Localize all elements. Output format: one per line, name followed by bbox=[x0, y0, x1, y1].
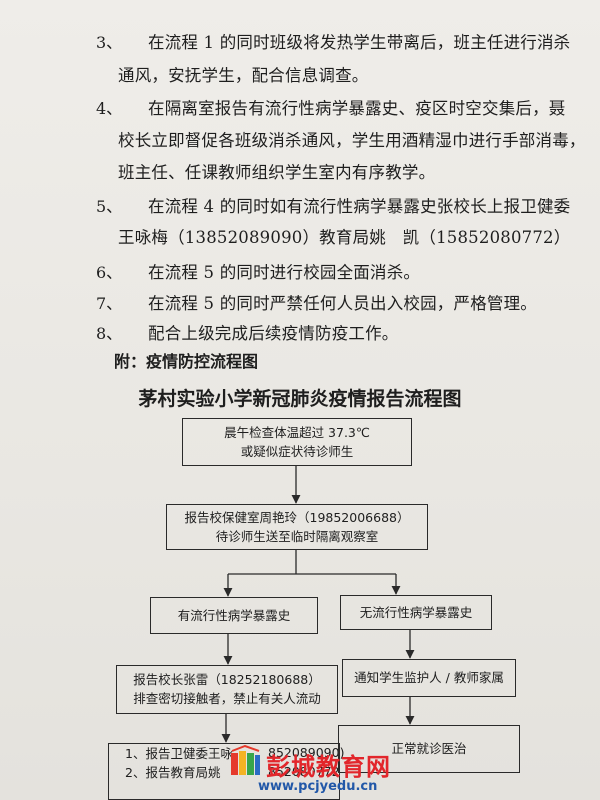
site-watermark: 彭城教育网 www.pcjyedu.cn bbox=[218, 745, 398, 800]
flow-box-temperature-check-line-1: 晨午检查体温超过 37.3℃ bbox=[224, 425, 370, 440]
flow-box-report-clinic: 报告校保健室周艳玲（19852006688） 待诊师生送至临时隔离观察室 bbox=[166, 504, 428, 550]
step-8-number: 8、 bbox=[96, 324, 123, 343]
flow-box-report-authorities-line-1: 1、报告卫健委王咏 bbox=[125, 746, 233, 761]
step-4-number: 4、 bbox=[96, 99, 123, 118]
flow-box-report-principal-line-2: 排查密切接触者，禁止有关人流动 bbox=[133, 691, 321, 706]
appendix-label: 附：疫情防控流程图 bbox=[114, 352, 259, 371]
flow-box-temperature-check: 晨午检查体温超过 37.3℃ 或疑似症状待诊师生 bbox=[182, 418, 412, 466]
step-7-number: 7、 bbox=[96, 294, 123, 313]
step-3-number: 3、 bbox=[96, 33, 123, 52]
flow-box-notify-guardians-label: 通知学生监护人 / 教师家属 bbox=[354, 670, 504, 685]
flow-box-has-exposure: 有流行性病学暴露史 bbox=[150, 597, 318, 634]
flow-box-report-principal-line-1: 报告校长张雷（18252180688） bbox=[133, 672, 321, 687]
flow-box-no-exposure: 无流行性病学暴露史 bbox=[340, 595, 492, 630]
flow-box-report-principal: 报告校长张雷（18252180688） 排查密切接触者，禁止有关人流动 bbox=[116, 665, 338, 714]
flow-box-no-exposure-label: 无流行性病学暴露史 bbox=[359, 605, 473, 620]
flow-box-normal-treatment: 正常就诊医治 bbox=[338, 725, 520, 773]
book-logo-icon bbox=[231, 745, 260, 775]
flowchart-title: 茅村实验小学新冠肺炎疫情报告流程图 bbox=[138, 388, 462, 410]
step-6-line-1: 在流程 5 的同时进行校园全面消杀。 bbox=[148, 263, 421, 282]
flow-box-notify-guardians: 通知学生监护人 / 教师家属 bbox=[342, 659, 516, 697]
step-5-number: 5、 bbox=[96, 197, 123, 216]
step-3-line-2: 通风，安抚学生，配合信息调查。 bbox=[118, 66, 369, 85]
step-7-line-1: 在流程 5 的同时严禁任何人员出入校园，严格管理。 bbox=[148, 294, 537, 313]
flow-box-report-authorities-line-2: 2、报告教育局姚 bbox=[125, 765, 221, 780]
flow-box-report-clinic-line-2: 待诊师生送至临时隔离观察室 bbox=[215, 529, 379, 544]
flow-box-report-clinic-line-1: 报告校保健室周艳玲（19852006688） bbox=[184, 510, 410, 525]
flow-box-report-authorities-tail-1: 852089090) bbox=[268, 745, 345, 760]
watermark-site-name: 彭城教育网 bbox=[266, 753, 391, 781]
flow-box-has-exposure-label: 有流行性病学暴露史 bbox=[177, 608, 291, 623]
step-6-number: 6、 bbox=[96, 263, 123, 282]
step-4-line-2: 校长立即督促各班级消杀通风，学生用酒精湿巾进行手部消毒， bbox=[118, 131, 586, 150]
flow-box-temperature-check-line-2: 或疑似症状待诊师生 bbox=[240, 444, 354, 459]
step-4-line-1: 在隔离室报告有流行性病学暴露史、疫区时空交集后，聂 bbox=[148, 99, 566, 118]
step-5-line-2: 王咏梅（13852089090）教育局姚 凯（15852080772） bbox=[118, 228, 571, 247]
flow-box-normal-treatment-label: 正常就诊医治 bbox=[391, 741, 467, 756]
step-3-line-1: 在流程 1 的同时班级将发热学生带离后，班主任进行消杀 bbox=[148, 33, 571, 52]
step-8-line-1: 配合上级完成后续疫情防疫工作。 bbox=[148, 324, 399, 343]
watermark-url: www.pcjyedu.cn bbox=[258, 779, 378, 794]
step-4-line-3: 班主任、任课教师组织学生室内有序教学。 bbox=[118, 163, 436, 182]
step-5-line-1: 在流程 4 的同时如有流行性病学暴露史张校长上报卫健委 bbox=[148, 197, 571, 216]
flow-box-report-authorities-tail-2: 852080772 bbox=[268, 764, 340, 779]
